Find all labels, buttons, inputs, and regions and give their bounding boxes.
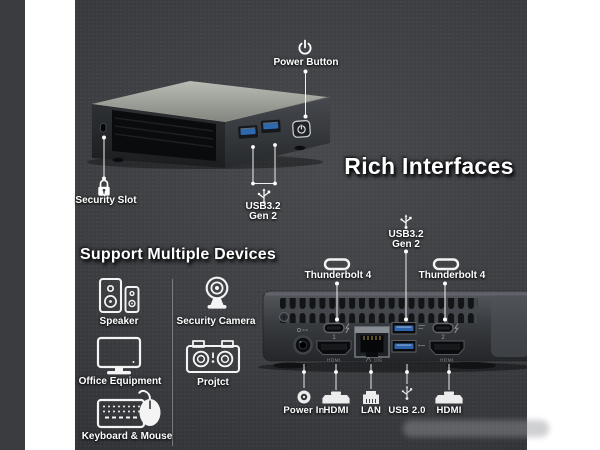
mini-pc-front-view (87, 81, 331, 169)
device-label-projector: Projtct (197, 377, 229, 388)
usb-a-port-bottom (391, 339, 425, 353)
rear-usb32-callout (400, 214, 412, 322)
device-label-security-camera: Security Camera (176, 316, 256, 327)
front-vent-grille (112, 110, 216, 161)
rear-screw (279, 312, 289, 322)
hdmi-right-label: HDMI (436, 405, 462, 416)
rear-usb32-label: USB3.2 Gen 2 (388, 230, 423, 250)
product-photo-artwork: 1 HDMI 10G (87, 39, 527, 429)
carousel-previous-image-edge (0, 0, 25, 450)
thunderbolt-port-1: 1 (323, 322, 350, 341)
headline-support-devices: Support Multiple Devices (80, 246, 276, 263)
hdmi-port-1: HDMI (316, 340, 352, 363)
mini-pc-rear-view: 1 HDMI 10G (258, 290, 527, 373)
lock-icon (98, 179, 110, 196)
product-photo[interactable]: 1 HDMI 10G (75, 0, 549, 450)
monitor-icon (96, 336, 142, 375)
hdmi-left-label: HDMI (323, 405, 349, 416)
lan-label: LAN (360, 405, 382, 416)
security-camera-icon (205, 276, 229, 309)
projector-icon (185, 340, 241, 374)
front-usb-label: USB3.2 Gen 2 (245, 202, 280, 222)
rear-usb32-label-line1: USB3.2 (388, 229, 424, 240)
front-usb-ports (237, 119, 282, 140)
power-button-callout (298, 39, 312, 119)
speaker-icon (98, 277, 140, 314)
device-label-keyboard-mouse: Keyboard & Mouse (81, 431, 173, 442)
rear-usb32-label-line2: Gen 2 (392, 239, 420, 250)
usb20-callout (401, 364, 413, 400)
port-marking-hdmi2: HDMI (440, 358, 454, 363)
thunderbolt-port-2: 2 (432, 322, 459, 341)
lan-port: 10G (354, 326, 390, 363)
usb-icon (257, 188, 271, 205)
hdmi-plug-icon (435, 391, 463, 404)
keyboard-mouse-icon (96, 389, 161, 429)
power-jack-icon (297, 390, 311, 404)
usb-c-port-icon (323, 258, 351, 271)
thunderbolt-right-label: Thunderbolt 4 (418, 270, 486, 281)
power-button-label: Power Button (273, 57, 339, 68)
usb-c-port-icon (432, 258, 460, 271)
security-slot-label: Security Slot (75, 195, 137, 206)
port-marking-2: 2 (441, 335, 445, 341)
device-label-speaker: Speaker (99, 316, 139, 327)
lan-plug-icon (363, 391, 379, 404)
port-marking-hdmi1: HDMI (327, 358, 341, 363)
thunderbolt-right-callout (432, 258, 460, 322)
security-slot-callout (98, 135, 110, 196)
lan-callout (363, 364, 379, 404)
power-in-label: Power In (283, 405, 325, 416)
headline-rich-interfaces: Rich Interfaces (344, 153, 514, 179)
usb20-label: USB 2.0 (388, 405, 426, 416)
hdmi-left-callout (322, 364, 350, 404)
front-power-button (292, 120, 311, 138)
security-slot-hole (100, 123, 107, 133)
power-icon (298, 39, 312, 55)
power-in-port (293, 328, 313, 355)
device-grid-divider (172, 279, 173, 446)
usb-a-port-top (391, 321, 425, 335)
thunderbolt-left-label: Thunderbolt 4 (304, 270, 372, 281)
front-usb-callout (251, 143, 277, 205)
hdmi-plug-icon (322, 391, 350, 404)
front-usb-label-line1: USB3.2 (245, 201, 281, 212)
hdmi-right-callout (435, 364, 463, 404)
port-marking-1: 1 (332, 335, 336, 341)
front-usb-label-line2: Gen 2 (249, 211, 277, 222)
usb-icon (401, 385, 413, 400)
device-label-office-equipment: Office Equipment (78, 376, 162, 387)
thunderbolt-left-callout (323, 258, 351, 322)
blurred-watermark (403, 420, 549, 437)
power-in-callout (297, 364, 311, 404)
hdmi-port-2: HDMI (429, 340, 465, 363)
port-marking-10g: 10G (374, 358, 383, 363)
usb-icon (400, 214, 412, 229)
